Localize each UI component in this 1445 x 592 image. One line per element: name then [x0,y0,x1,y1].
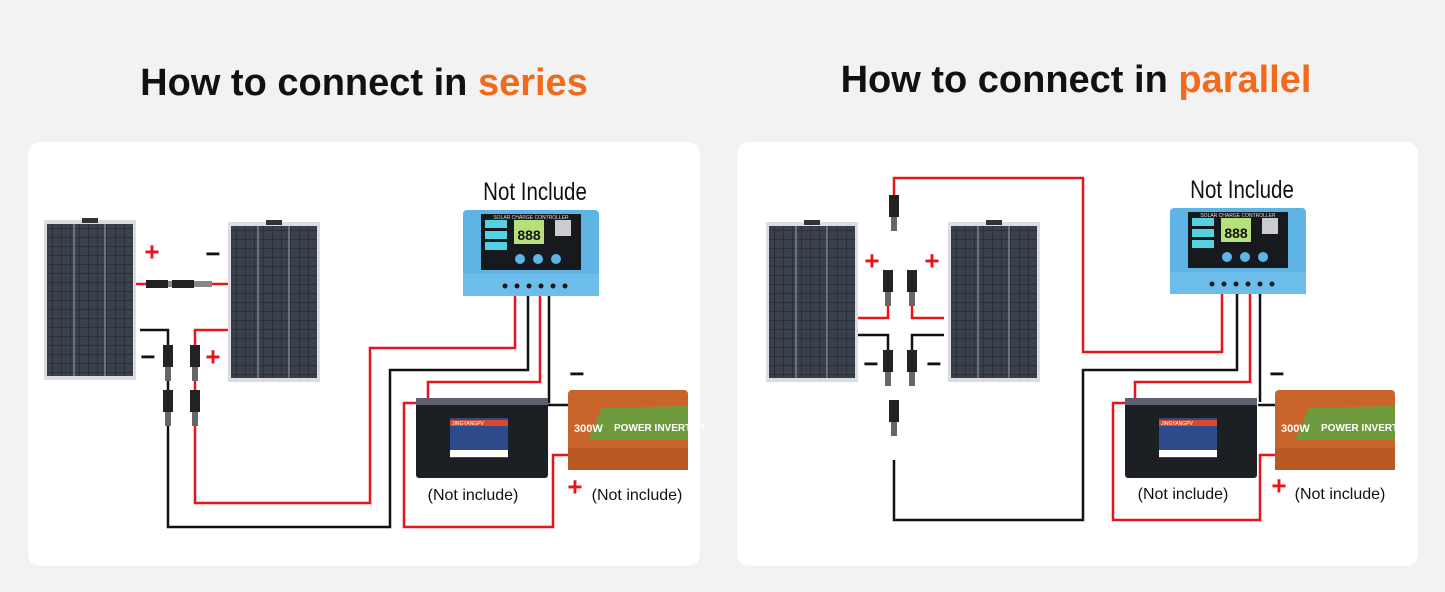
series-mc4-connector [172,280,212,288]
parallel-title-accent: parallel [1178,59,1312,101]
series-battery-not-include: (Not include) [427,487,519,504]
parallel-inverter-not-include: (Not include) [1294,486,1386,503]
parallel-title: How to connect in parallel [841,59,1312,102]
series-title-prefix: How to connect in [140,62,478,104]
series-diagram [43,210,688,529]
series-battery-positive-wire [426,296,542,400]
parallel-diagram [765,176,1395,522]
series-panel2-top-sign: − [205,238,221,269]
parallel-battery [1125,398,1257,478]
series-controller-display: 888 [517,227,541,243]
parallel-top-right-sign: + [924,245,940,276]
series-inverter-positive-sign: + [567,471,583,502]
series-panel1-bottom-sign: − [140,341,156,372]
parallel-negative-wire [892,293,1239,522]
parallel-top-left-sign: + [864,245,880,276]
parallel-mc4-connector [883,270,893,306]
series-battery-brand: JINGYANGPV [452,421,485,427]
series-inverter-not-include: (Not include) [591,487,683,504]
parallel-bottom-left-sign: − [863,348,879,379]
series-battery-negative-wire [547,296,551,404]
series-panel1-top-sign: + [144,236,160,267]
parallel-mc4-connector [907,350,917,386]
parallel-mc4-connector [883,350,893,386]
series-controller-not-include: Not Include [483,178,587,206]
parallel-battery-positive-wire [1133,293,1252,400]
series-mc4-connector [190,345,200,381]
series-solar-panel-2 [227,219,321,383]
series-negative-wire [140,296,530,529]
series-inverter-power: 300W [574,423,603,435]
parallel-inverter-power: 300W [1281,423,1310,435]
series-title-accent: series [477,62,588,104]
series-inverter-negative-sign: − [569,358,585,389]
parallel-charge-controller [1170,208,1306,294]
series-mc4-connector [163,345,173,381]
series-solar-panel-1 [43,217,137,381]
parallel-solar-panel-1 [765,219,859,383]
series-title: How to connect in series [140,62,588,105]
parallel-controller-display: 888 [1224,225,1248,241]
parallel-inverter-positive-sign: + [1271,470,1287,501]
parallel-battery-not-include: (Not include) [1137,486,1229,503]
parallel-title-prefix: How to connect in [840,59,1179,101]
series-battery [416,398,548,478]
series-inverter-name: POWER INVERTER [614,423,706,434]
parallel-branch-connector [889,400,899,436]
parallel-negative-branch [858,333,944,350]
parallel-battery-brand: JINGYANGPV [1161,421,1194,427]
parallel-solar-panel-2 [947,219,1041,383]
series-charge-controller [463,210,599,296]
series-mc4-connector [190,390,200,426]
parallel-branch-connector [889,195,899,231]
series-controller-header: SOLAR CHARGE CONTROLLER [493,215,569,221]
parallel-bottom-right-sign: − [926,348,942,379]
parallel-mc4-connector [907,270,917,306]
series-positive-wire [193,296,517,505]
parallel-inverter-positive-wire [1111,401,1278,522]
series-inverter-positive-wire [402,401,570,529]
parallel-controller-header: SOLAR CHARGE CONTROLLER [1200,213,1276,219]
parallel-inverter-name: POWER INVERTER [1321,423,1413,434]
series-panel2-bottom-sign: + [205,341,221,372]
series-mc4-connector [163,390,173,426]
parallel-positive-wire [892,176,1224,354]
parallel-controller-not-include: Not Include [1190,176,1294,204]
parallel-inverter-negative-sign: − [1269,358,1285,389]
parallel-positive-branch [858,290,944,320]
